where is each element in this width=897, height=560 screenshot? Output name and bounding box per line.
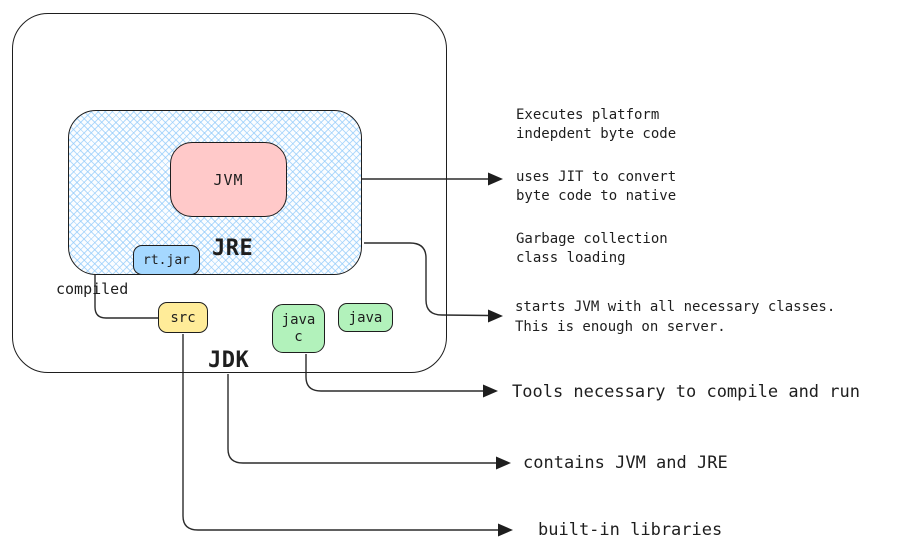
rtjar-box: rt.jar [133, 245, 200, 275]
javac-box: javac [272, 304, 325, 353]
java-box-label: java [348, 309, 383, 326]
note-jit-convert: uses JIT to convert byte code to native [516, 169, 677, 204]
src-box-label: src [170, 309, 196, 326]
rtjar-box-label: rt.jar [143, 252, 190, 268]
jvm-box: JVM [170, 142, 287, 217]
note-executes-bytecode: Executes platform indepdent byte code [516, 107, 677, 142]
arrow-jdk-to-contains-note [227, 374, 511, 470]
javac-box-label: javac [281, 311, 316, 345]
jdk-container-box [12, 13, 447, 373]
jdk-label: JDK [208, 348, 250, 373]
note-contains-jvm-jre: contains JVM and JRE [523, 453, 728, 473]
jvm-box-label: JVM [213, 170, 244, 189]
compiled-edge-label: compiled [56, 280, 129, 298]
note-builtin-libraries: built-in libraries [538, 520, 723, 540]
note-tools-compile-run: Tools necessary to compile and run [512, 382, 860, 402]
src-box: src [158, 302, 208, 333]
java-box: java [338, 303, 393, 332]
note-starts-jvm: starts JVM with all necessary classes. T… [515, 299, 836, 335]
note-garbage-collection: Garbage collection class loading [516, 231, 668, 266]
jre-label: JRE [212, 236, 254, 261]
